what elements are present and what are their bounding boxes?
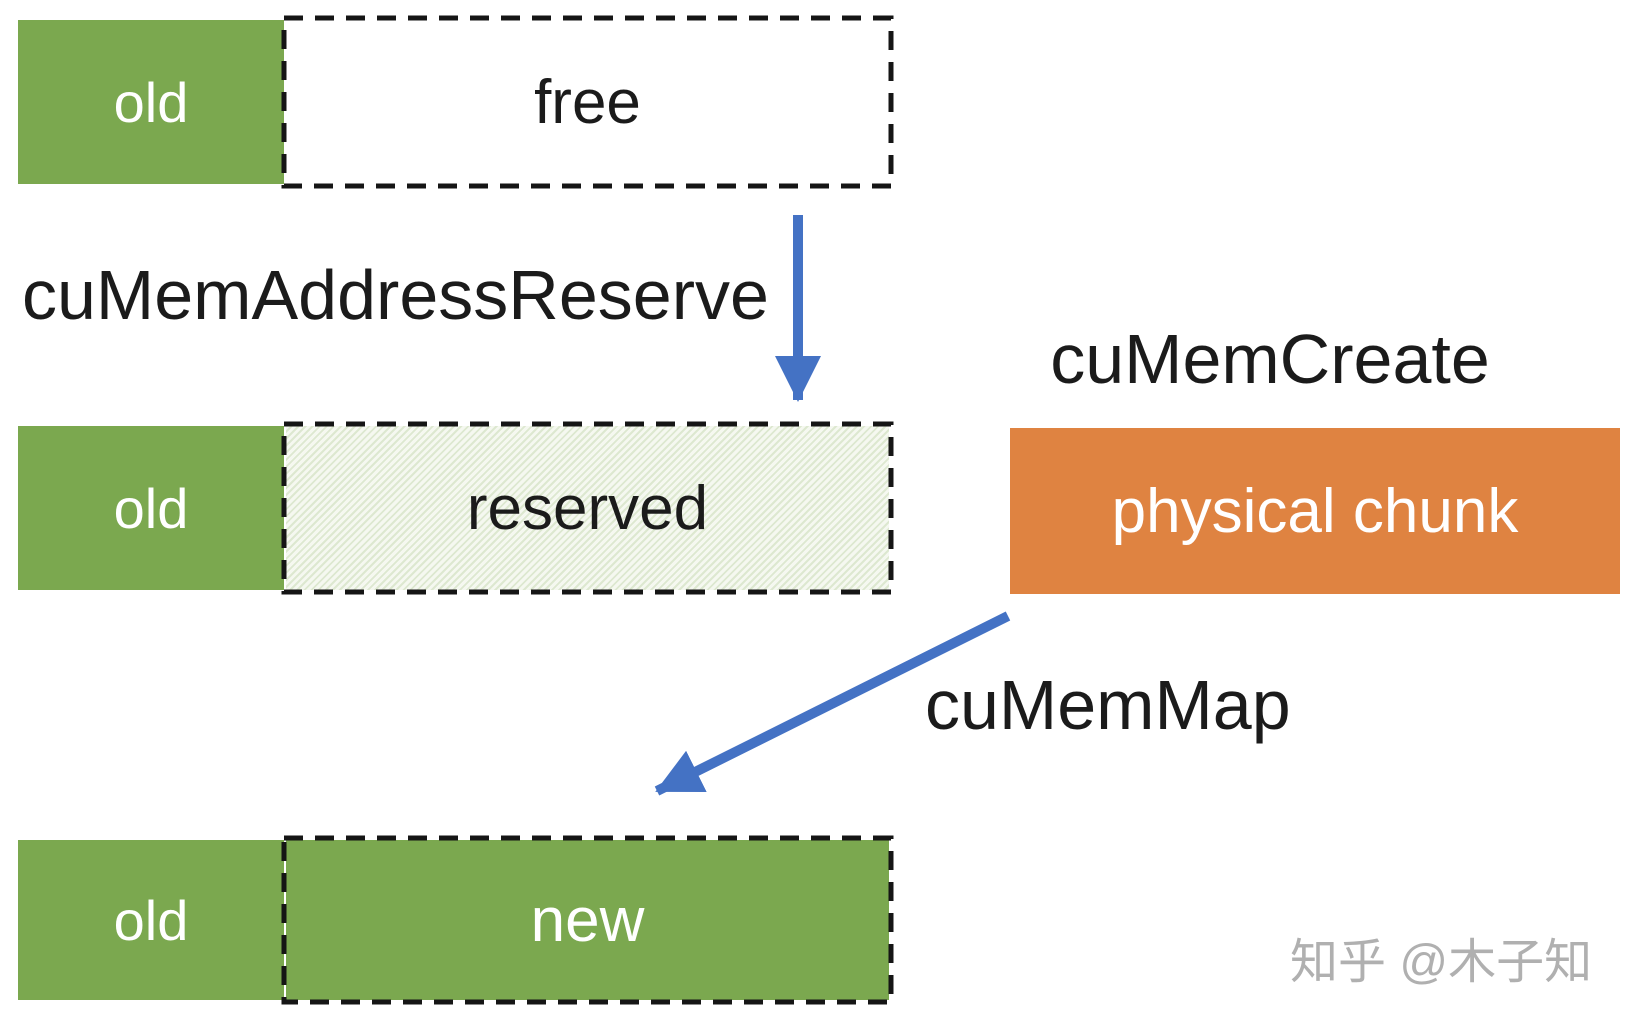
row-mapped-old-segment: old bbox=[18, 840, 284, 1000]
row-initial-old-label: old bbox=[113, 70, 189, 134]
row-initial-free-label: free bbox=[534, 67, 641, 137]
cumemcreate-label: cuMemCreate bbox=[1050, 320, 1490, 398]
physical-chunk-label: physical chunk bbox=[1111, 476, 1519, 546]
row-initial-old-segment: old bbox=[18, 20, 284, 184]
physical-chunk-box: physical chunk bbox=[1010, 428, 1620, 594]
row-mapped-new-segment: new bbox=[286, 840, 889, 1000]
row-reserved-old-segment: old bbox=[18, 426, 284, 590]
cumemaddressreserve-label: cuMemAddressReserve bbox=[22, 256, 769, 334]
cumemmap-label: cuMemMap bbox=[925, 666, 1291, 744]
row-reserved-reserved-label: reserved bbox=[466, 473, 709, 543]
row-mapped-old-label: old bbox=[113, 888, 189, 952]
watermark-text: 知乎 @木子知 bbox=[1290, 936, 1593, 989]
row-initial-free-segment: free bbox=[286, 20, 889, 184]
row-mapped-new-label: new bbox=[530, 885, 645, 955]
row-reserved-old-label: old bbox=[113, 476, 189, 540]
row-reserved-reserved-segment: reserved bbox=[286, 426, 889, 590]
